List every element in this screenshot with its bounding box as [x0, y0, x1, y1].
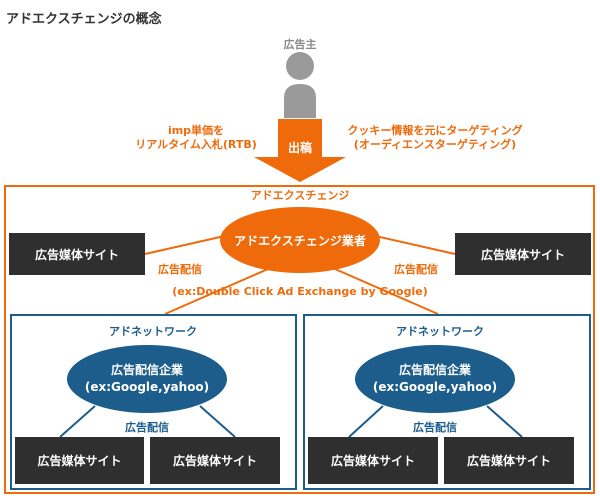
network2-site-left: 広告媒体サイト [308, 437, 438, 484]
rtb-note: imp単価を リアルタイム入札(RTB) [126, 124, 266, 152]
network2-site-right: 広告媒体サイト [444, 437, 574, 484]
advertiser-person-icon [284, 52, 316, 118]
exchange-delivery-right: 広告配信 [394, 263, 438, 276]
network1-right-line [199, 405, 236, 438]
ad-network-label-left: アドネットワーク [109, 325, 197, 338]
exchange-network-right-line [334, 268, 439, 315]
company-name-right: 広告配信企業 [398, 363, 471, 377]
network1-site-left: 広告媒体サイト [15, 437, 144, 484]
ad-exchange-label: アドエクスチェンジ [250, 189, 350, 202]
ad-network-frame-right [303, 314, 591, 490]
targeting-note-line1: クッキー情報を元にターゲティング [347, 124, 523, 137]
exchange-network-left-line [164, 268, 269, 315]
advertiser-label: 広告主 [283, 38, 317, 51]
exchange-right-line [370, 234, 456, 255]
rtb-note-line2: リアルタイム入札(RTB) [135, 138, 257, 151]
page-title: アドエクスチェンジの概念 [6, 12, 162, 27]
company-name-left: 広告配信企業 [110, 363, 183, 377]
ad-network-label-right: アドネットワーク [396, 325, 484, 338]
submit-label: 出稿 [287, 141, 312, 155]
ad-delivery-company-right: 広告配信企業 (ex:Google,yahoo) [355, 345, 515, 413]
ad-exchange-frame [4, 185, 595, 494]
targeting-note: クッキー情報を元にターゲティング (オーディエンスターゲティング) [330, 124, 540, 152]
network-delivery-right: 広告配信 [413, 421, 457, 434]
network1-site-right: 広告媒体サイト [150, 437, 280, 484]
company-example-right: (ex:Google,yahoo) [372, 380, 498, 394]
exchange-left-line [144, 234, 230, 255]
ad-network-frame-left [10, 314, 297, 490]
ad-exchange-operator: アドエクスチェンジ業者 [220, 207, 380, 273]
network2-left-line [348, 405, 384, 438]
exchange-site-right: 広告媒体サイト [455, 233, 591, 275]
network-delivery-left: 広告配信 [125, 421, 169, 434]
targeting-note-line2: (オーディエンスターゲティング) [353, 138, 517, 151]
exchange-site-left: 広告媒体サイト [9, 233, 145, 275]
network1-left-line [59, 405, 96, 438]
exchange-example: (ex:Double Click Ad Exchange by Google) [172, 285, 428, 298]
rtb-note-line1: imp単価を [167, 124, 225, 137]
company-example-left: (ex:Google,yahoo) [84, 380, 210, 394]
submit-arrow-icon [254, 119, 346, 182]
network2-right-line [486, 405, 523, 438]
ad-delivery-company-left: 広告配信企業 (ex:Google,yahoo) [67, 345, 227, 413]
exchange-delivery-left: 広告配信 [158, 263, 202, 276]
